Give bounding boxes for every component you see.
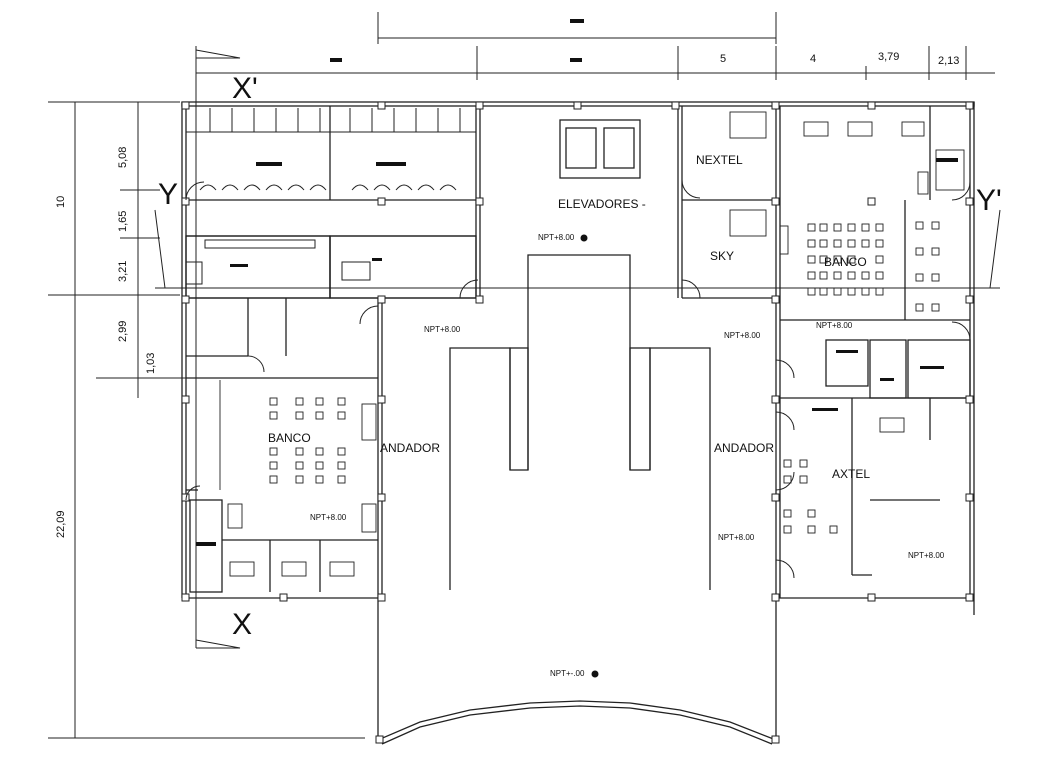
level-symbol <box>580 234 588 242</box>
section-mark-x-top: X' <box>232 72 258 105</box>
room-sky: SKY <box>710 249 734 263</box>
level-andador-right: NPT+8.00 <box>718 533 755 542</box>
dim-left-1: 5,08 <box>117 147 129 168</box>
dimension-ticks <box>330 19 584 62</box>
label-bars <box>196 158 958 546</box>
doors <box>185 179 971 579</box>
dim-left-5: 1,03 <box>145 353 157 374</box>
dim-left-2: 1,65 <box>117 211 129 232</box>
level-right-hall: NPT+8.00 <box>724 331 761 340</box>
section-mark-y-left: Y <box>158 178 178 211</box>
columns <box>181 101 974 744</box>
dim-left-total-bottom: 22,09 <box>55 510 67 538</box>
level-banco-left: NPT+8.00 <box>310 513 347 522</box>
level-banco-right: NPT+8.00 <box>816 321 853 330</box>
section-mark-y-right: Y' <box>976 184 1002 217</box>
dim-top-3: 3,79 <box>878 51 899 63</box>
furniture <box>219 111 965 577</box>
dim-top-1: 5 <box>720 53 726 65</box>
section-mark-x-bottom: X <box>232 608 252 641</box>
level-axtel: NPT+8.00 <box>908 551 945 560</box>
dim-top-2: 4 <box>810 53 816 65</box>
level-left-hall: NPT+8.00 <box>424 325 461 334</box>
dim-left-total-top: 10 <box>55 196 67 208</box>
room-andador-left: ANDADOR <box>380 441 440 455</box>
room-axtel: AXTEL <box>832 467 870 481</box>
restroom-stalls <box>185 108 476 285</box>
level-symbol <box>591 670 599 678</box>
room-elevadores: ELEVADORES - <box>558 197 646 211</box>
room-banco-left: BANCO <box>268 431 311 445</box>
dim-top-4: 2,13 <box>938 55 959 67</box>
room-andador-right: ANDADOR <box>714 441 774 455</box>
dim-left-4: 2,99 <box>117 321 129 342</box>
dimension-lines <box>48 12 1001 739</box>
level-elev: NPT+8.00 <box>538 233 575 242</box>
room-banco-right: BANCO <box>824 255 867 269</box>
room-nextel: NEXTEL <box>696 153 743 167</box>
dim-left-3: 3,21 <box>117 261 129 282</box>
level-plaza: NPT+-.00 <box>550 669 585 678</box>
